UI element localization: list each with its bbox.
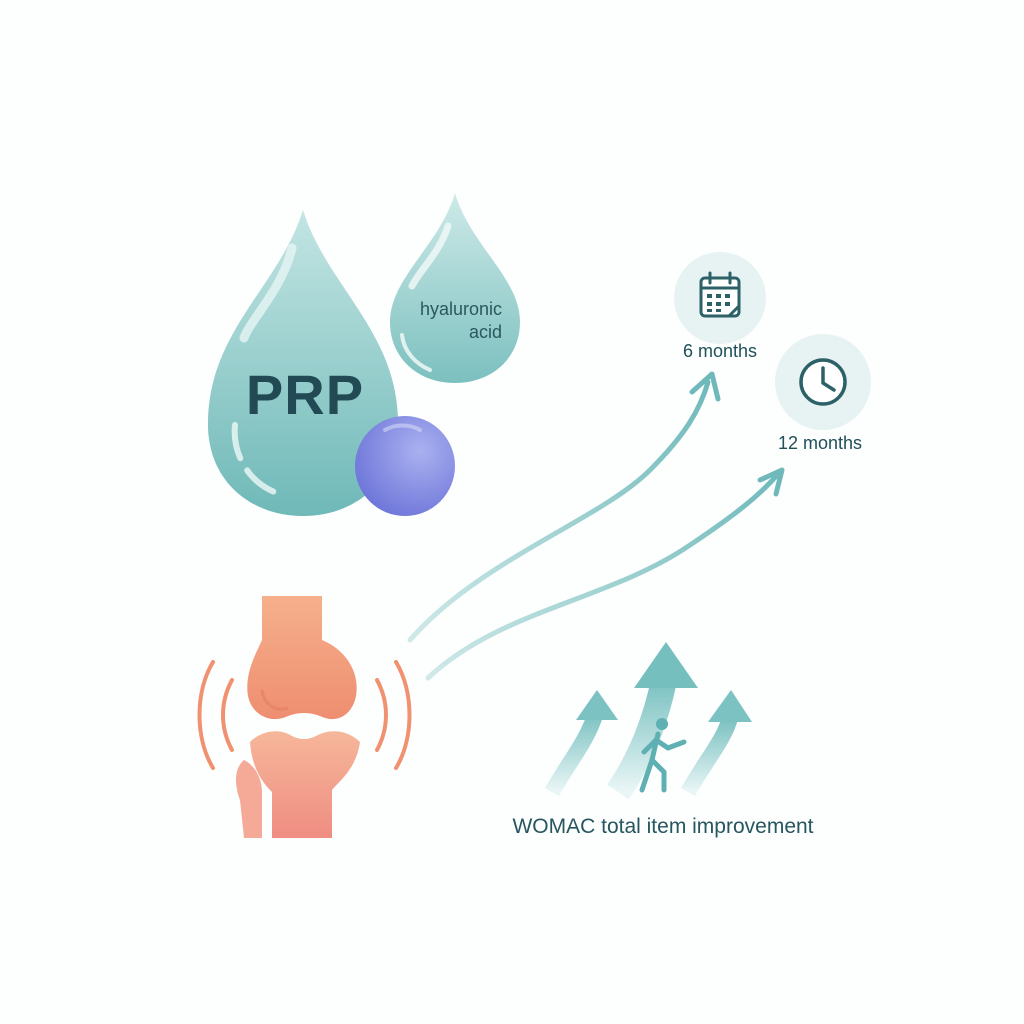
womac-label: WOMAC total item improvement (512, 815, 814, 838)
prp-drop (207, 210, 399, 516)
prp-label: PRP (245, 363, 365, 426)
clock-badge (775, 334, 871, 430)
improvement-arrows (545, 642, 752, 800)
clock-icon (799, 358, 847, 406)
arrow-to-twelve-months (425, 467, 785, 681)
hyaluronic-acid-drop (390, 193, 520, 383)
twelve-months-label: 12 months (777, 433, 863, 453)
knee-joint (197, 596, 412, 838)
calendar-icon (699, 271, 741, 318)
hyaluronic-acid-label: hyaluronic acid (419, 299, 502, 342)
calendar-badge (674, 252, 766, 344)
arrow-to-six-months (407, 371, 721, 643)
walking-person-icon (639, 718, 687, 793)
purple-sphere (355, 416, 455, 516)
six-months-label: 6 months (682, 341, 758, 361)
